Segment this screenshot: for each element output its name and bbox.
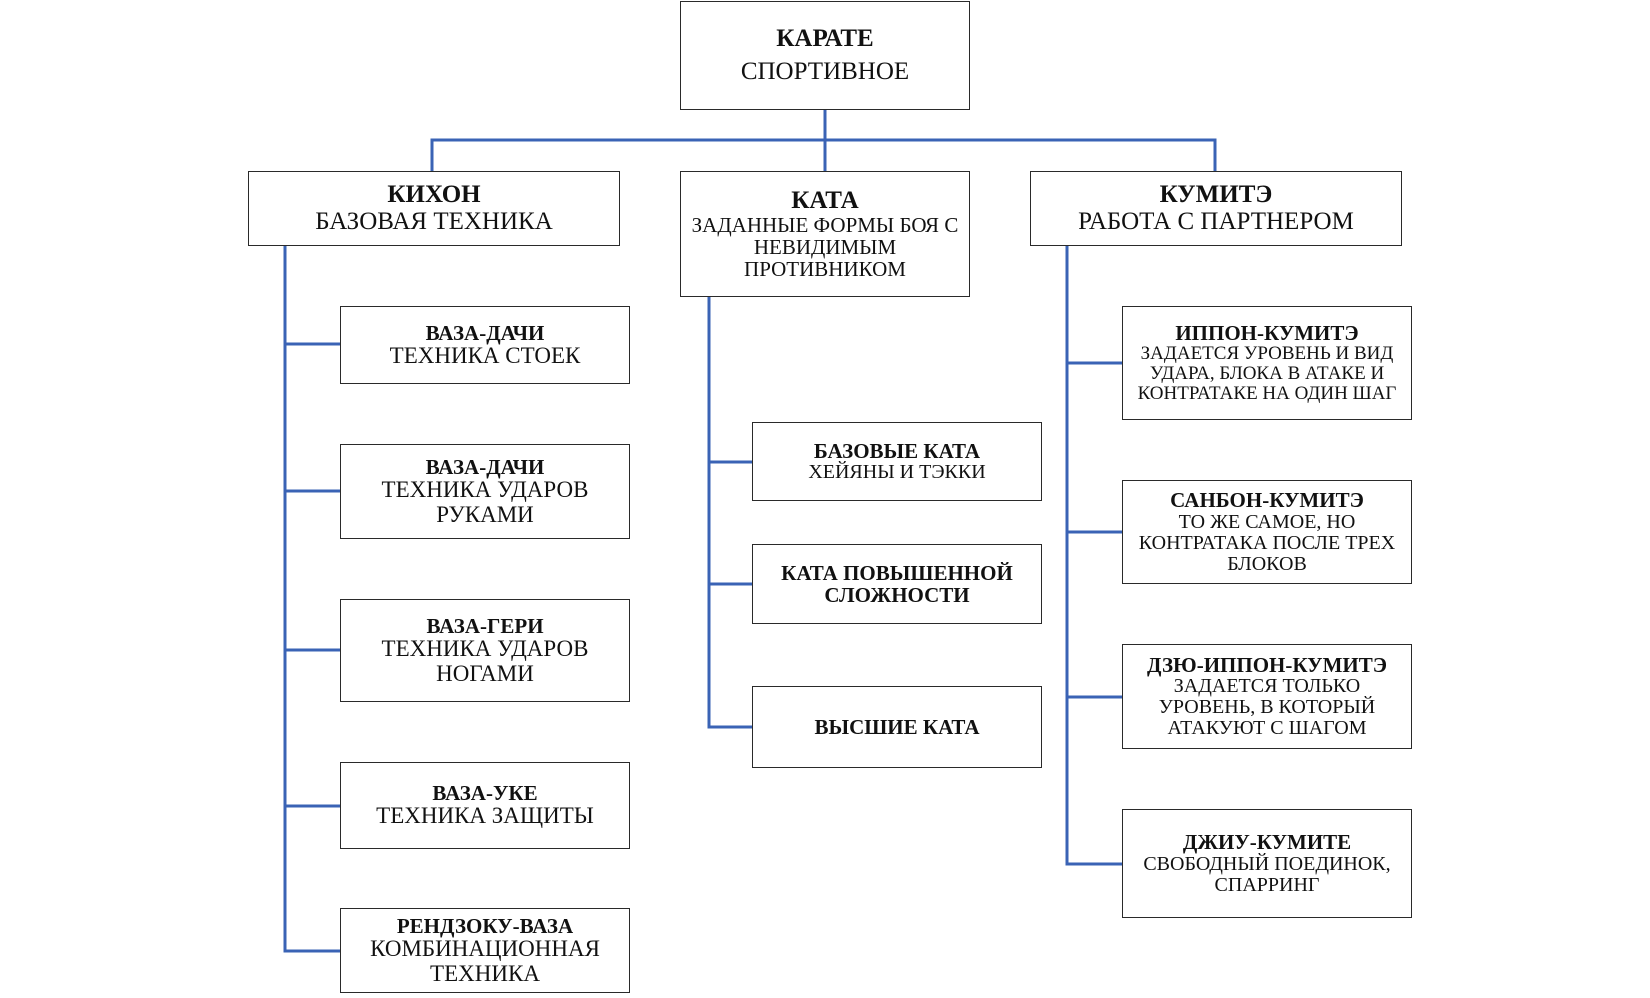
- kihon-item-title: ВАЗА-ДАЧИ: [425, 455, 545, 480]
- kata-item-1: БАЗОВЫЕ КАТА ХЕЙЯНЫ И ТЭККИ: [752, 422, 1042, 501]
- kumite-item-subtitle: ЗАДАЕТСЯ ТОЛЬКО УРОВЕНЬ, В КОТОРЫЙ АТАКУ…: [1158, 675, 1376, 740]
- kihon-item-5: РЕНДЗОКУ-ВАЗА КОМБИНАЦИОННАЯ ТЕХНИКА: [340, 908, 630, 993]
- kata-item-title: БАЗОВЫЕ КАТА: [813, 438, 981, 463]
- kihon-item-subtitle: ТЕХНИКА ЗАЩИТЫ: [376, 803, 594, 829]
- kata-item-2: КАТА ПОВЫШЕННОЙ СЛОЖНОСТИ: [752, 544, 1042, 624]
- kata-item-3: ВЫСШИЕ КАТА: [752, 686, 1042, 768]
- kumite-item-title: ДЖИУ-КУМИТЕ: [1182, 830, 1352, 855]
- kumite-item-title: ИППОН-КУМИТЭ: [1175, 321, 1359, 346]
- kata-subtitle: ЗАДАННЫЕ ФОРМЫ БОЯ С НЕВИДИМЫМ ПРОТИВНИК…: [691, 213, 959, 282]
- kihon-item-1: ВАЗА-ДАЧИ ТЕХНИКА СТОЕК: [340, 306, 630, 384]
- kumite-subtitle: РАБОТА С ПАРТНЕРОМ: [1078, 207, 1354, 235]
- kihon-item-title: РЕНДЗОКУ-ВАЗА: [396, 914, 574, 939]
- kumite-item-subtitle: ЗАДАЕТСЯ УРОВЕНЬ И ВИД УДАРА, БЛОКА В АТ…: [1137, 343, 1397, 404]
- kihon-item-4: ВАЗА-УКЕ ТЕХНИКА ЗАЩИТЫ: [340, 762, 630, 849]
- kumite-title: КУМИТЭ: [1159, 181, 1273, 209]
- kihon-node: КИХОН БАЗОВАЯ ТЕХНИКА: [248, 171, 620, 246]
- kumite-item-title: ДЗЮ-ИППОН-КУМИТЭ: [1147, 652, 1387, 677]
- kata-item-subtitle: ХЕЙЯНЫ И ТЭККИ: [808, 461, 986, 484]
- kumite-item-4: ДЖИУ-КУМИТЕ СВОБОДНЫЙ ПОЕДИНОК, СПАРРИНГ: [1122, 809, 1412, 918]
- kihon-item-title: ВАЗА-УКЕ: [432, 781, 538, 806]
- kumite-item-subtitle: ТО ЖЕ САМОЕ, НО КОНТРАТАКА ПОСЛЕ ТРЕХ БЛ…: [1138, 510, 1396, 575]
- root-node: КАРАТЕ СПОРТИВНОЕ: [680, 1, 970, 110]
- kata-node: КАТА ЗАДАННЫЕ ФОРМЫ БОЯ С НЕВИДИМЫМ ПРОТ…: [680, 171, 970, 297]
- kihon-item-subtitle: ТЕХНИКА УДАРОВ РУКАМИ: [381, 477, 589, 527]
- kihon-subtitle: БАЗОВАЯ ТЕХНИКА: [315, 207, 553, 235]
- root-subtitle: СПОРТИВНОЕ: [740, 57, 910, 85]
- kumite-item-3: ДЗЮ-ИППОН-КУМИТЭ ЗАДАЕТСЯ ТОЛЬКО УРОВЕНЬ…: [1122, 644, 1412, 749]
- kata-title: КАТА: [791, 186, 859, 214]
- kata-item-title: КАТА ПОВЫШЕННОЙ СЛОЖНОСТИ: [781, 560, 1013, 607]
- kihon-item-title: ВАЗА-ДАЧИ: [425, 320, 545, 345]
- kihon-item-title: ВАЗА-ГЕРИ: [426, 614, 544, 639]
- kihon-item-3: ВАЗА-ГЕРИ ТЕХНИКА УДАРОВ НОГАМИ: [340, 599, 630, 702]
- kihon-item-subtitle: ТЕХНИКА СТОЕК: [389, 342, 581, 368]
- kihon-item-2: ВАЗА-ДАЧИ ТЕХНИКА УДАРОВ РУКАМИ: [340, 444, 630, 539]
- kumite-item-2: САНБОН-КУМИТЭ ТО ЖЕ САМОЕ, НО КОНТРАТАКА…: [1122, 480, 1412, 584]
- kata-item-title: ВЫСШИЕ КАТА: [814, 714, 980, 739]
- kumite-item-subtitle: СВОБОДНЫЙ ПОЕДИНОК, СПАРРИНГ: [1143, 852, 1391, 896]
- kihon-title: КИХОН: [387, 181, 481, 209]
- kihon-item-subtitle: КОМБИНАЦИОННАЯ ТЕХНИКА: [370, 936, 600, 986]
- kumite-node: КУМИТЭ РАБОТА С ПАРТНЕРОМ: [1030, 171, 1402, 246]
- kumite-item-1: ИППОН-КУМИТЭ ЗАДАЕТСЯ УРОВЕНЬ И ВИД УДАР…: [1122, 306, 1412, 420]
- kumite-item-title: САНБОН-КУМИТЭ: [1170, 488, 1364, 513]
- root-title: КАРАТЕ: [776, 25, 874, 53]
- kihon-item-subtitle: ТЕХНИКА УДАРОВ НОГАМИ: [381, 636, 589, 686]
